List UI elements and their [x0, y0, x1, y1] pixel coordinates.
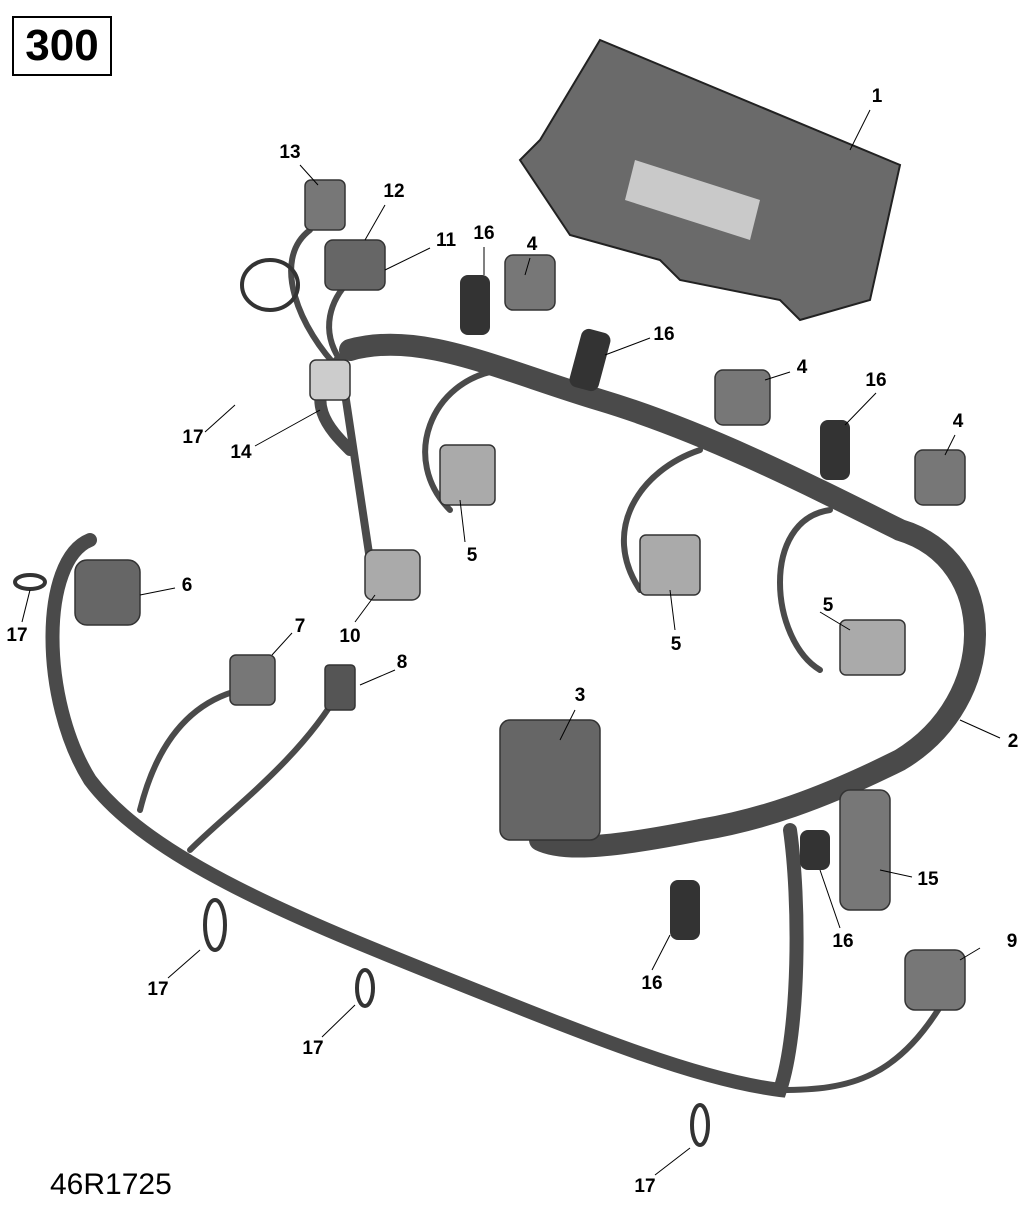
page-number: 300: [25, 21, 99, 70]
callout-1: 1: [871, 86, 883, 107]
leader-lines: [21, 109, 1001, 1176]
protective-caps: [460, 275, 850, 940]
callout-4: 4: [526, 234, 538, 255]
callout-9: 9: [1006, 931, 1018, 952]
callout-6: 6: [181, 575, 193, 596]
callout-14: 14: [230, 442, 252, 463]
callout-15: 15: [917, 869, 939, 890]
callout-16: 16: [653, 324, 675, 345]
callout-5: 5: [822, 595, 834, 616]
main-harness: [45, 227, 986, 1098]
callout-5: 5: [466, 545, 478, 566]
callout-11: 11: [435, 230, 457, 251]
callout-16: 16: [865, 370, 887, 391]
callout-3: 3: [574, 685, 586, 706]
cable-ties: [13, 258, 710, 1147]
callout-17: 17: [147, 979, 169, 1000]
callout-12: 12: [383, 181, 405, 202]
callout-17: 17: [6, 625, 28, 646]
callout-17: 17: [182, 427, 204, 448]
connectors: [74, 179, 966, 1011]
callout-8: 8: [396, 652, 408, 673]
callout-10: 10: [339, 626, 361, 647]
callout-16: 16: [832, 931, 854, 952]
callout-4: 4: [952, 411, 964, 432]
callout-2: 2: [1007, 731, 1019, 752]
ecu-module: [518, 38, 902, 322]
callout-7: 7: [294, 616, 306, 637]
page-number-box: 300: [12, 16, 112, 76]
callout-17: 17: [634, 1176, 656, 1197]
callout-4: 4: [796, 357, 808, 378]
callout-16: 16: [641, 973, 663, 994]
callout-17: 17: [302, 1038, 324, 1059]
figure-code: 46R1725: [50, 1168, 172, 1201]
callout-13: 13: [279, 142, 301, 163]
callout-5: 5: [670, 634, 682, 655]
callout-16: 16: [473, 223, 495, 244]
